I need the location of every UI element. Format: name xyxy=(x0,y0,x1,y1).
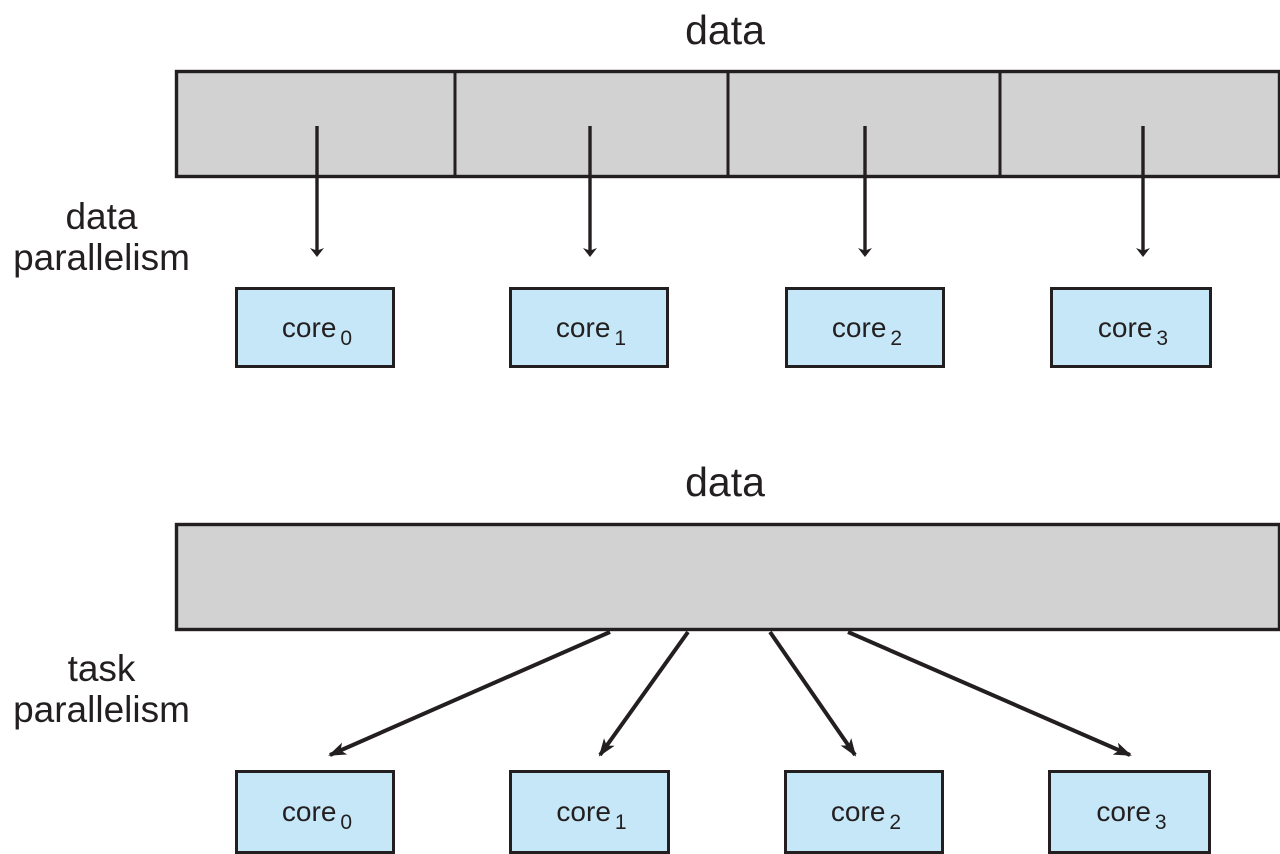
side-label-task-parallelism-line2: parallelism xyxy=(13,689,190,731)
fan-arrow-to-core-1 xyxy=(598,630,690,757)
core-box-bottom-1-text: core xyxy=(556,796,611,827)
core-box-top-1-text: core xyxy=(555,311,611,343)
core-box-top-1-index: 1 xyxy=(614,326,627,350)
core-box-bottom-2-index: 2 xyxy=(889,811,902,834)
fan-arrow-to-core-3 xyxy=(847,630,1132,757)
core-box-bottom-0-index: 0 xyxy=(340,811,353,834)
core-box-bottom-2-text: core xyxy=(830,796,886,827)
side-label-task-parallelism-line1: task xyxy=(67,648,136,689)
data-parallelism-bar xyxy=(174,69,1280,179)
task-parallelism-arrows xyxy=(328,630,1132,757)
data-bar-bottom xyxy=(174,522,1280,632)
core-box-top-0-text: core xyxy=(281,311,337,343)
side-label-data-parallelism-line1: data xyxy=(65,196,138,237)
data-title-bottom: data xyxy=(685,459,765,505)
core-box-top-2-index: 2 xyxy=(890,326,903,350)
core-box-top-0-index: 0 xyxy=(340,326,353,350)
core-box-top-2-text: core xyxy=(831,311,887,343)
core-box-top-3-index: 3 xyxy=(1156,326,1169,350)
task-parallelism-bar xyxy=(174,522,1280,632)
data-title-top: data xyxy=(685,7,765,53)
fan-arrow-to-core-0 xyxy=(328,630,611,757)
side-label-data-parallelism: data parallelism xyxy=(0,196,203,279)
core-box-top-3-text: core xyxy=(1097,311,1153,343)
data-parallelism-arrows xyxy=(310,126,1150,257)
core-box-bottom-3-text: core xyxy=(1096,796,1151,827)
side-label-data-parallelism-line2: parallelism xyxy=(13,237,190,279)
side-label-task-parallelism: task parallelism xyxy=(0,648,203,731)
core-box-bottom-1-index: 1 xyxy=(614,811,627,834)
fan-arrow-to-core-2 xyxy=(768,630,857,757)
core-box-bottom-0-text: core xyxy=(281,796,337,827)
core-box-bottom-3-index: 3 xyxy=(1154,811,1167,834)
